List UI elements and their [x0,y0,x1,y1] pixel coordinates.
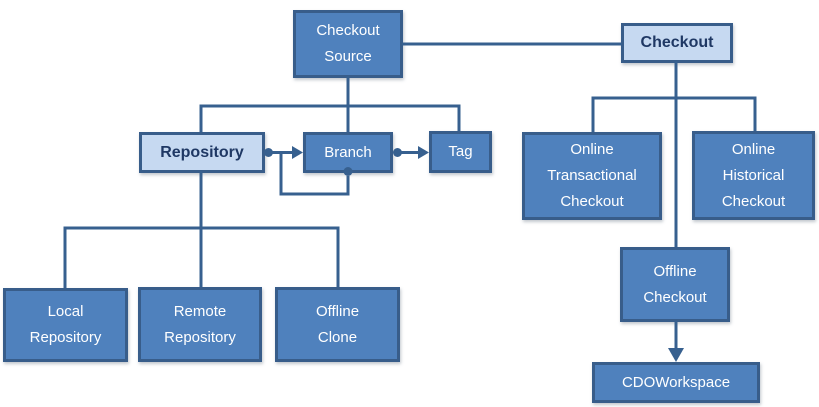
node-checkout-source-label: Checkout Source [316,22,380,65]
edge-repository-children-rail [63,226,340,288]
node-branch-label: Branch [324,143,372,161]
node-offline-checkout-label: Offline Checkout [643,262,707,306]
node-repository-label: Repository [160,143,244,161]
arrowhead-branch-tag [418,146,429,159]
node-online-historical-checkout-label: Online Historical Checkout [721,140,786,210]
arrowhead-repository-branch [292,146,303,159]
node-checkout-label: Checkout [640,34,714,51]
node-local-repository-label: Local Repository [29,303,102,346]
node-online-historical-checkout: Online Historical Checkout [692,131,815,220]
node-branch: Branch [303,132,393,173]
node-remote-repository: Remote Repository [138,287,262,362]
node-offline-clone: Offline Clone [275,287,400,362]
node-online-transactional-checkout-label: Online Transactional Checkout [547,141,637,210]
node-offline-clone-label: Offline Clone [315,302,360,346]
node-checkout-source: Checkout Source [293,10,403,78]
node-cdo-workspace-label: CDOWorkspace [621,373,731,391]
edge-checkoutsource-repository-tag-rail [199,104,461,132]
node-offline-checkout: Offline Checkout [620,247,730,322]
node-remote-repository-label: Remote Repository [164,302,236,346]
edge-checkout-online-rail [591,96,757,132]
node-checkout: Checkout [621,23,733,63]
node-tag: Tag [429,131,492,173]
node-tag-label: Tag [448,143,473,160]
node-local-repository: Local Repository [3,288,128,362]
node-repository: Repository [139,132,265,173]
node-online-transactional-checkout: Online Transactional Checkout [522,132,662,220]
arrowhead-offlinecheckout-cdoworkspace [668,348,684,362]
dot-repository-branch [264,148,273,157]
dot-branch-tag [393,148,402,157]
node-cdo-workspace: CDOWorkspace [592,362,760,403]
